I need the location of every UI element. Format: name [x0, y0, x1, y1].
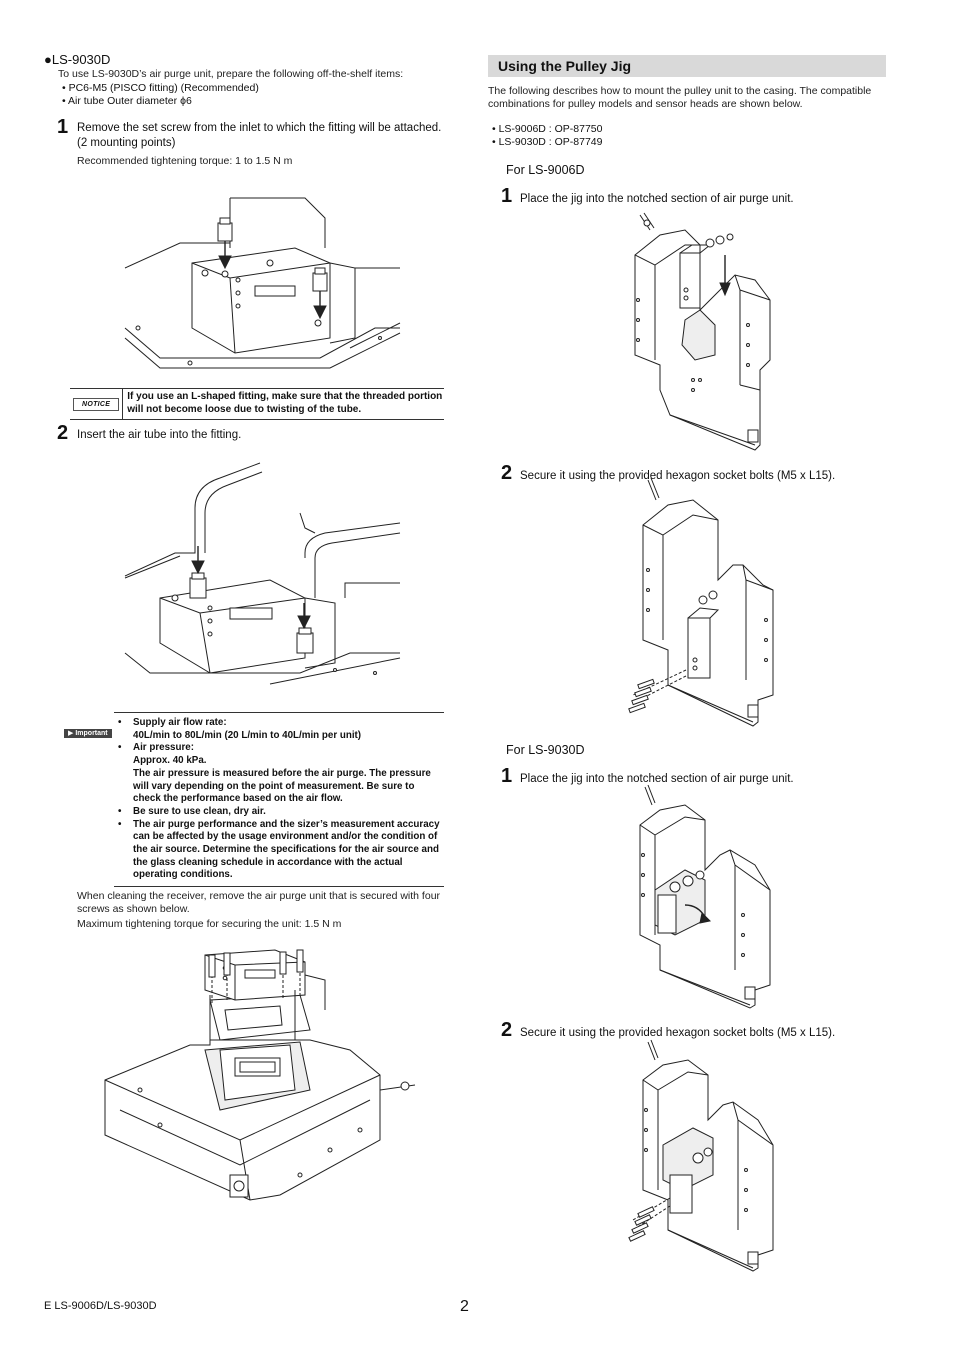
important-label-wrap: ▶ Important: [64, 722, 112, 740]
fitting-mount-illustration: [124, 197, 401, 369]
ls9030d-heading: ●LS-9030D: [44, 52, 111, 67]
combo-list: • LS-9006D : OP-87750 • LS-9030D : OP-87…: [492, 123, 603, 149]
tube-insert-illustration: [124, 462, 401, 685]
notice-label-cell: NOTICE: [70, 389, 124, 419]
step-text: Secure it using the provided hexagon soc…: [520, 1027, 836, 1039]
notice-box: NOTICE If you use an L-shaped fitting, m…: [70, 388, 444, 420]
cleaning-text: When cleaning the receiver, remove the a…: [77, 890, 441, 915]
list-item: Air pressure:Approx. 40 kPa.The air pres…: [118, 742, 444, 806]
ls9030d-jig-place-illustration: [639, 784, 771, 1009]
air-purge-removal-illustration: [104, 949, 416, 1201]
list-item: • LS-9030D : OP-87749: [492, 136, 603, 148]
important-box: Supply air flow rate:40L/min to 80L/min …: [114, 712, 444, 888]
step-text: Place the jig into the notched section o…: [520, 193, 794, 205]
step-text: Place the jig into the notched section o…: [520, 773, 794, 785]
right-column: Using the Pulley Jig The following descr…: [480, 0, 954, 1350]
step-number: 1: [501, 765, 513, 787]
screws: [208, 949, 304, 1005]
important-list: Supply air flow rate:40L/min to 80L/min …: [114, 713, 444, 886]
max-torque-text: Maximum tightening torque for securing t…: [77, 918, 342, 930]
ls9006d-heading: For LS-9006D: [506, 163, 585, 177]
list-item: • Air tube Outer diameter ϕ6: [62, 95, 192, 107]
list-item: • PC6-M5 (PISCO fitting) (Recommended): [62, 82, 259, 94]
step-text: Insert the air tube into the fitting.: [77, 429, 242, 441]
list-item: The air purge performance and the sizer’…: [118, 819, 444, 883]
play-arrow-icon: ▶: [68, 730, 74, 737]
section-title: Using the Pulley Jig: [488, 55, 886, 77]
step-number: 1: [501, 185, 513, 207]
pulley-intro-text: The following describes how to mount the…: [488, 85, 872, 110]
step-number: 2: [501, 462, 513, 484]
step-text: Secure it using the provided hexagon soc…: [520, 470, 836, 482]
left-column: ●LS-9030D To use LS-9030D’s air purge un…: [0, 0, 470, 1350]
list-item: Be sure to use clean, dry air.: [118, 806, 444, 819]
list-item: Supply air flow rate:40L/min to 80L/min …: [118, 717, 444, 742]
items-list: • PC6-M5 (PISCO fitting) (Recommended) •…: [62, 82, 462, 108]
intro-text: To use LS-9030D’s air purge unit, prepar…: [58, 68, 404, 80]
step-text: Remove the set screw from the inlet to w…: [77, 122, 442, 149]
bolts: [628, 669, 687, 714]
ls9030d-jig-secure-illustration: [628, 1039, 774, 1272]
ls9006d-jig-secure-illustration: [628, 477, 774, 727]
important-label: ▶ Important: [64, 729, 112, 738]
bolts: [628, 1197, 671, 1242]
list-item: • LS-9006D : OP-87750: [492, 123, 603, 135]
bullet-dot-icon: ●: [44, 52, 52, 67]
doc-code: E LS-9006D/LS-9030D: [44, 1300, 157, 1312]
notice-text: If you use an L-shaped fitting, make sur…: [127, 391, 443, 415]
notice-label: NOTICE: [73, 397, 120, 411]
ls9030d-heading: For LS-9030D: [506, 743, 585, 757]
step-number: 2: [57, 422, 69, 444]
step-number: 1: [57, 116, 69, 138]
torque-text: Recommended tightening torque: 1 to 1.5 …: [77, 155, 293, 167]
page-number: 2: [460, 1298, 469, 1315]
step-number: 2: [501, 1019, 513, 1041]
ls9006d-jig-place-illustration: [634, 212, 771, 451]
